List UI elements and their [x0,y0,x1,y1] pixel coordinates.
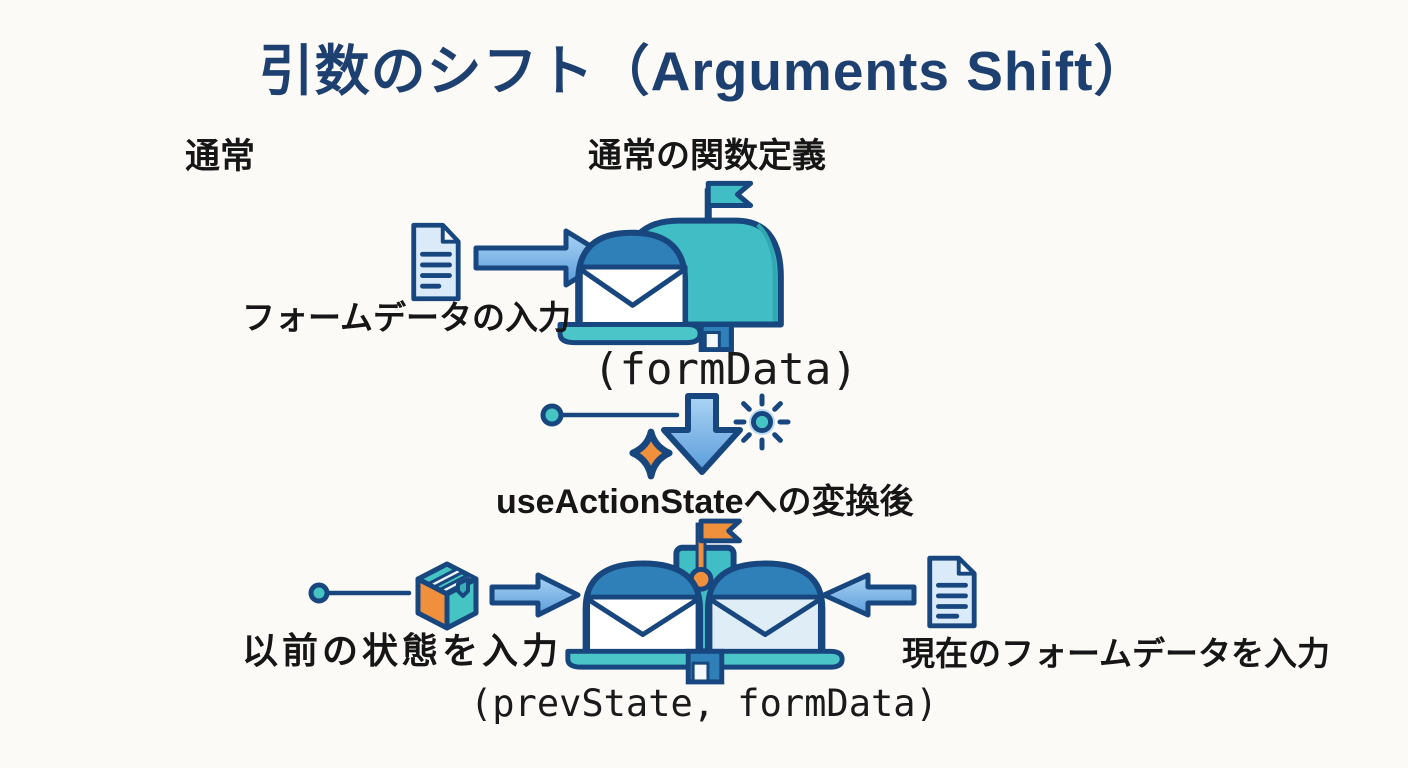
arrow-right-icon [488,570,582,620]
converted-signature: (prevState, formData) [470,682,938,725]
sun-icon [730,392,794,454]
normal-signature: (formData) [593,344,858,395]
arrow-left-icon [820,570,918,620]
prev-state-input-label: 以前の状態を入力 [242,630,563,671]
mailbox-icon [552,180,804,352]
document-icon [922,554,980,630]
normal-function-heading: 通常の関数定義 [588,137,826,175]
converted-heading: useActionStateへの変換後 [496,483,914,521]
normal-section-label: 通常 [185,137,256,176]
dot-line-connector-icon [308,580,414,606]
document-icon [406,220,464,304]
double-mailbox-icon [556,518,852,686]
arrow-down-icon [658,392,746,476]
dot-line-connector-icon [540,402,682,428]
form-data-input-label: フォームデータの入力 [242,299,572,336]
page-title: 引数のシフト（Arguments Shift） [258,40,1150,102]
package-icon [412,560,482,632]
sparkle-icon [628,428,674,480]
current-form-data-input-label: 現在のフォームデータを入力 [902,635,1331,672]
